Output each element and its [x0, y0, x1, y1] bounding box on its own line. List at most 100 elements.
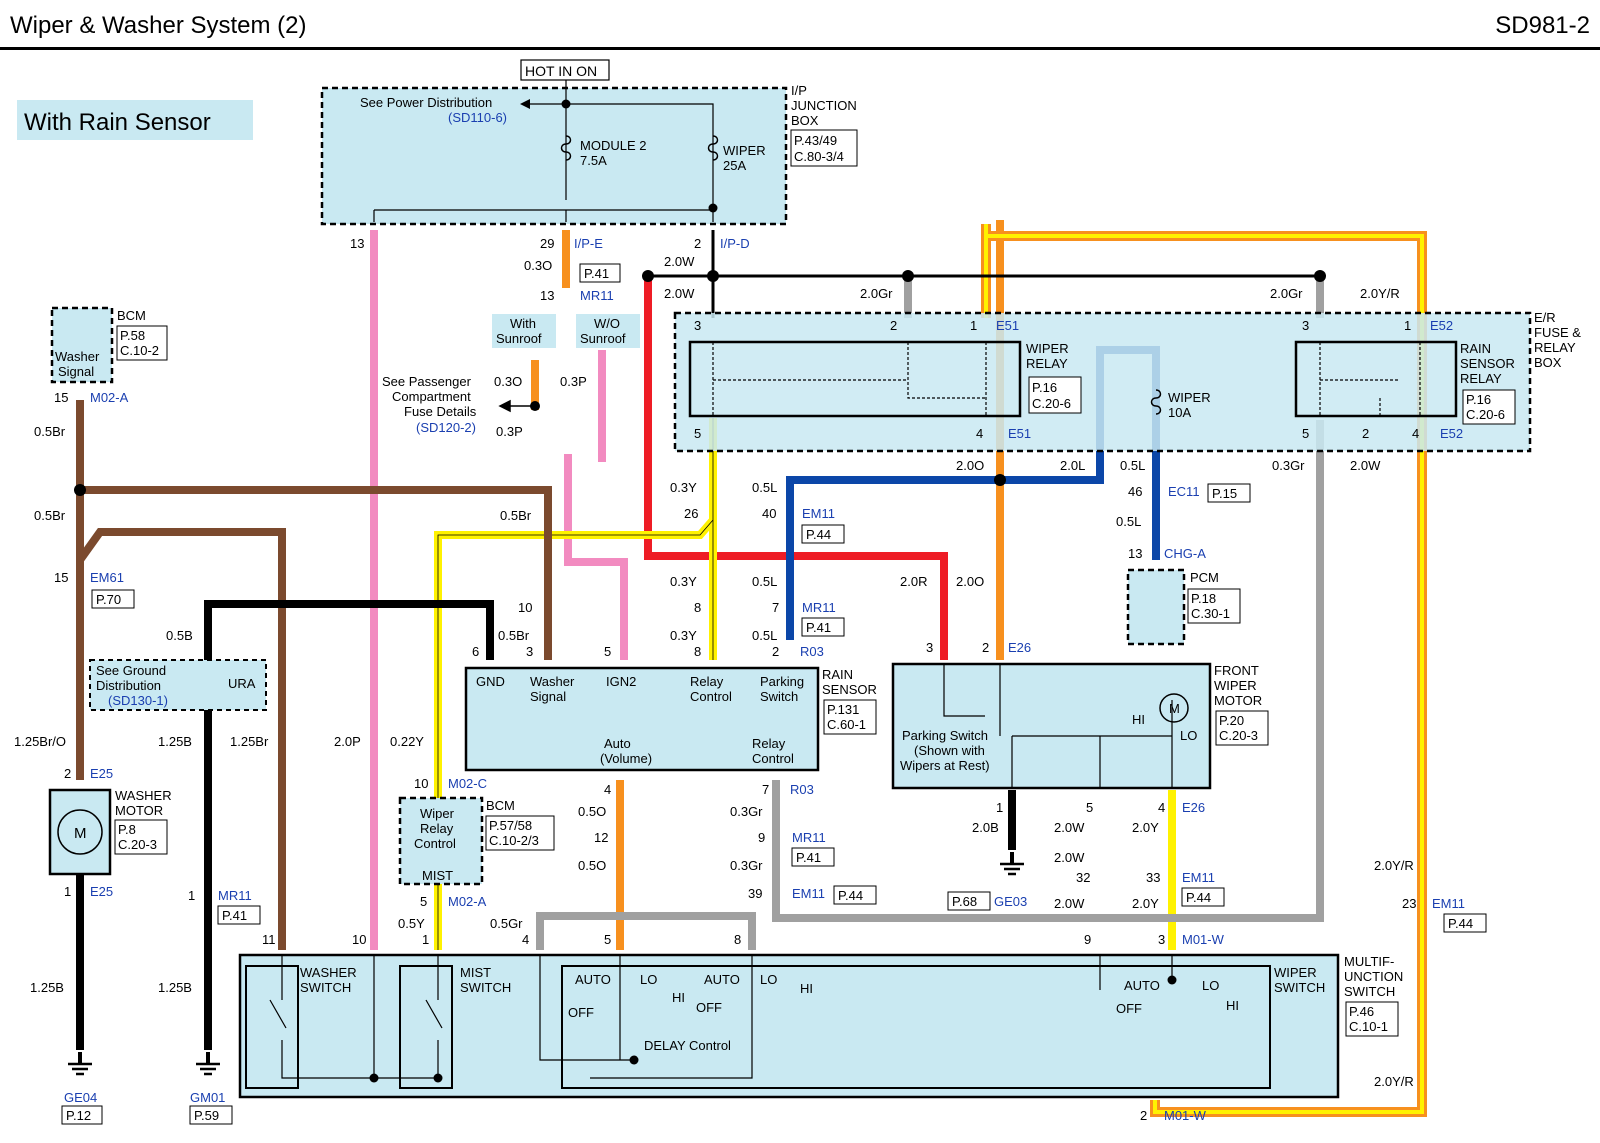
mfs-ref-1: P.46	[1349, 1004, 1374, 1019]
auto-c: AUTO	[1124, 978, 1160, 993]
er-fuse-relay-box	[673, 311, 1532, 453]
splice-3	[902, 270, 914, 282]
rs-ws-1: Washer	[530, 674, 575, 689]
rain-relay-label-1: RAIN	[1460, 341, 1491, 356]
lbl-mr11c: MR11	[802, 600, 836, 615]
lbl-em11a: EM11	[802, 506, 835, 521]
ip-jb-ref-1: P.43/49	[794, 133, 837, 148]
lo-b: LO	[760, 972, 777, 987]
module2-amp: 7.5A	[580, 153, 607, 168]
lbl-pin8b: 8	[694, 644, 701, 659]
p41c-box	[801, 617, 845, 637]
fm-ref-2: C.20-3	[1219, 728, 1258, 743]
lo-a: LO	[640, 972, 657, 987]
lbl-w20l: 2.0L	[1060, 458, 1085, 473]
sd130-link[interactable]: (SD130-1)	[108, 693, 168, 708]
wire-brown	[76, 400, 552, 950]
relay-internal	[712, 342, 1421, 416]
mfs-label-3: SWITCH	[1344, 984, 1395, 999]
ip-junction-box	[320, 86, 788, 226]
wiper10-label: WIPER	[1168, 390, 1211, 405]
rain-relay-label-2: SENSOR	[1460, 356, 1515, 371]
lbl-w20b: 2.0B	[972, 820, 999, 835]
lbl-m02a: M02-A	[90, 390, 129, 405]
wiper25-amp: 25A	[723, 158, 746, 173]
lbl-e25b: E25	[90, 884, 113, 899]
banner-box	[17, 100, 253, 140]
bcm-wiper-relay-box	[398, 796, 484, 886]
lbl-er-pin3: 3	[694, 318, 701, 333]
hi-c: HI	[1226, 998, 1239, 1013]
lbl-w05br-c: 0.5Br	[500, 508, 532, 523]
gm01-label: GM01	[190, 1090, 225, 1105]
lbl-ms-pin5: 5	[604, 932, 611, 947]
lbl-pin3a: 3	[526, 644, 533, 659]
p12-box	[61, 1105, 103, 1125]
lbl-ec11: EC11	[1168, 484, 1200, 499]
hot-in-on-box	[520, 59, 610, 81]
lbl-mr11b: MR11	[218, 888, 252, 903]
sd110-link[interactable]: (SD110-6)	[448, 110, 507, 125]
mfs-label-2: UNCTION	[1344, 969, 1403, 984]
fwm-hi: HI	[1132, 712, 1145, 727]
banner-text: With Rain Sensor	[24, 109, 211, 136]
see-pass-1: See Passenger	[382, 374, 472, 389]
lbl-m01w-a: M01-W	[1182, 932, 1225, 947]
pcm-ref-box	[1187, 588, 1241, 624]
lbl-pin23: 23	[1402, 896, 1416, 911]
lbl-w03p-b: 0.3P	[496, 424, 523, 439]
rain-sensor-box	[464, 666, 820, 772]
lbl-w20yr: 2.0Y/R	[1360, 286, 1400, 301]
lbl-pin32: 32	[1076, 870, 1090, 885]
er-box-label-1: E/R	[1534, 310, 1556, 325]
see-pass-2: Compartment	[392, 389, 471, 404]
ms-splice-3	[629, 1055, 639, 1065]
lbl-ipd: I/P-D	[720, 236, 750, 251]
lbl-w05l-d: 0.5L	[752, 574, 777, 589]
lbl-m02c: M02-C	[448, 776, 487, 791]
park-label-1: Parking Switch	[902, 728, 988, 743]
lbl-w20w-b: 2.0W	[664, 286, 695, 301]
ge04-label: GE04	[64, 1090, 97, 1105]
lbl-w03y-a: 0.3Y	[670, 480, 697, 495]
lbl-w20o-b: 2.0O	[956, 574, 984, 589]
wr-ref-2: C.20-6	[1032, 396, 1071, 411]
p44a-box	[801, 524, 845, 544]
p44d-box	[1443, 913, 1487, 933]
front-wiper-motor-box	[891, 662, 1212, 790]
lbl-pin33: 33	[1146, 870, 1160, 885]
lbl-er-pin1: 1	[970, 318, 977, 333]
bcm2-ref-1: P.57/58	[489, 818, 532, 833]
wiper10-amp: 10A	[1168, 405, 1191, 420]
wire-pink	[370, 230, 628, 950]
lbl-pin1b: 1	[188, 888, 195, 903]
lbl-w125br: 1.25Br	[230, 734, 269, 749]
ms-internal	[269, 955, 1173, 1079]
lbl-e26b: E26	[1182, 800, 1205, 815]
lbl-rs-pin2: 2	[1362, 426, 1369, 441]
splice-4	[1314, 270, 1326, 282]
er-box-label-2: FUSE &	[1534, 325, 1581, 340]
lbl-w05l-c: 0.5L	[1116, 514, 1141, 529]
p44c-box	[1181, 887, 1225, 907]
lbl-ms-pin1: 1	[422, 932, 429, 947]
wo-sunroof-2: Sunroof	[580, 331, 626, 346]
washer-sw-label-2: SWITCH	[300, 980, 351, 995]
ip-jb-label-3: BOX	[791, 113, 819, 128]
fwm-lo: LO	[1180, 728, 1197, 743]
module2-label: MODULE 2	[580, 138, 646, 153]
lbl-pin9a: 9	[758, 830, 765, 845]
with-sunroof-2: Sunroof	[496, 331, 542, 346]
lbl-w05br-b: 0.5Br	[34, 508, 66, 523]
ms-splice-4	[1167, 975, 1177, 985]
lbl-r03a: R03	[800, 644, 824, 659]
lbl-w03gr: 0.3Gr	[1272, 458, 1305, 473]
sd120-link[interactable]: (SD120-2)	[416, 420, 476, 435]
p59-box	[189, 1105, 233, 1125]
p12-label: P.12	[66, 1108, 91, 1123]
wiper-switch	[561, 965, 1271, 1089]
lbl-w125b-a: 1.25B	[158, 734, 192, 749]
lbl-pin2a: 2	[694, 236, 701, 251]
ground-dist-box	[89, 659, 267, 711]
